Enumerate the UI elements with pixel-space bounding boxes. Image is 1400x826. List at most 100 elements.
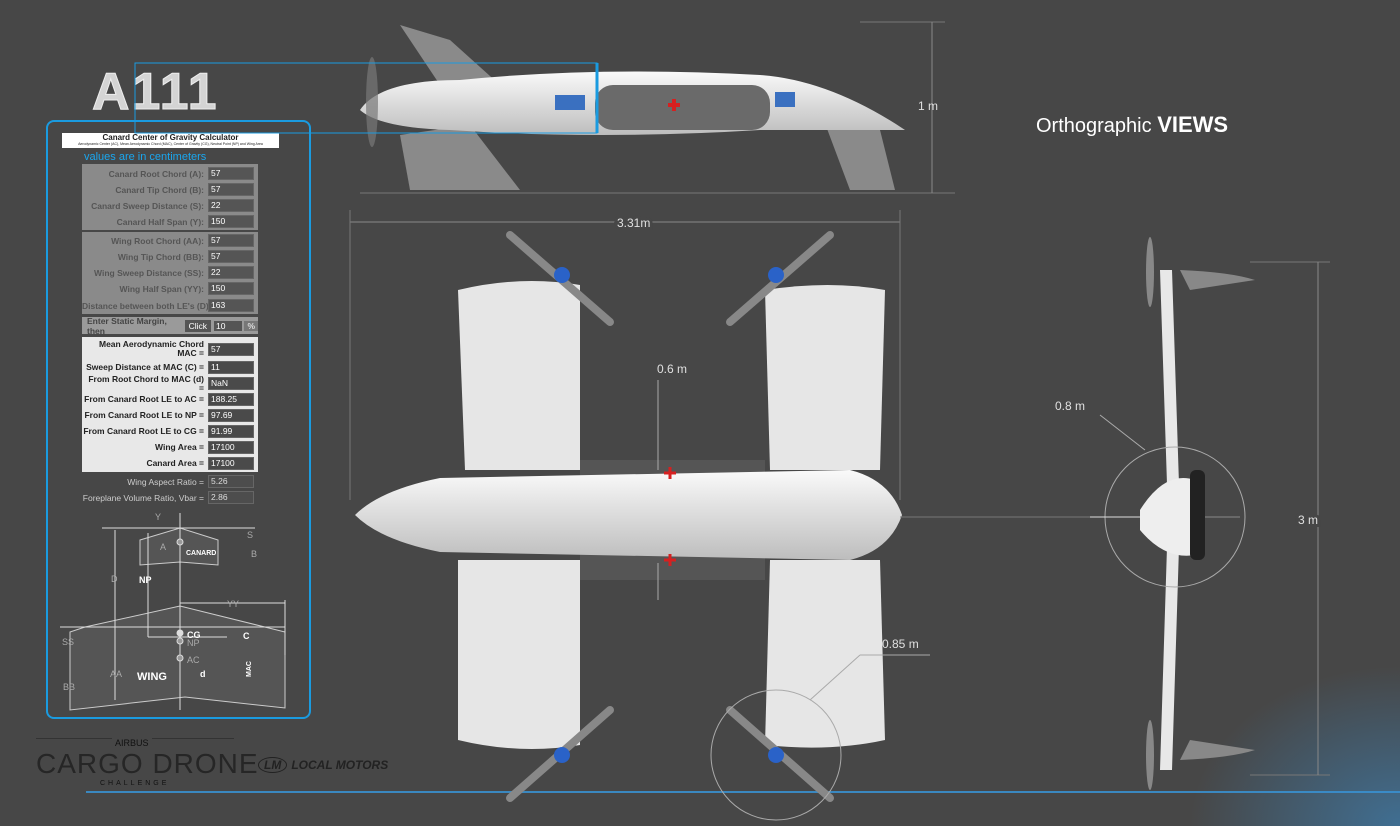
result-row: Wing Area = 17100	[82, 440, 258, 455]
label-canard: CANARD	[186, 550, 216, 557]
calc-label: Canard Root Chord (A):	[108, 168, 204, 179]
result-label: From Canard Root LE to CG =	[83, 426, 204, 436]
result-label: From Root Chord to MAC (d) =	[88, 373, 204, 393]
result-row: From Canard Root LE to NP = 97.69	[82, 408, 258, 423]
calculator-subtitle: Aerodynamic Center (AC), Mean Aerodynami…	[78, 142, 263, 146]
calc-value[interactable]: 57	[208, 183, 254, 196]
calc-value[interactable]: 22	[208, 266, 254, 279]
result-value: 188.25	[208, 393, 254, 406]
wing-geometry-diagram: Y S A B D YY SS AA BB NP AC CANARD NP C …	[60, 512, 286, 711]
span-dimension: 3 m	[1298, 513, 1318, 527]
calc-row: Canard Sweep Distance (S):22	[82, 198, 258, 213]
heading-light: Orthographic	[1036, 115, 1152, 137]
static-margin-row: Enter Static Margin, then Click 10 %	[82, 315, 258, 336]
result-label: From Canard Root LE to AC =	[84, 394, 204, 404]
label-ss: SS	[62, 637, 74, 647]
airbus-logo-text: AIRBUS	[112, 738, 152, 748]
calc-value[interactable]: 57	[208, 250, 254, 263]
label-s: S	[247, 530, 253, 540]
result-value: 97.69	[208, 409, 254, 422]
result-label: Canard Area =	[146, 458, 204, 468]
corner-glow	[1050, 560, 1400, 826]
label-a: A	[160, 542, 166, 552]
result-label: Mean Aerodynamic Chord MAC =	[98, 339, 204, 358]
calc-row: Wing Half Span (YY): 150	[82, 281, 258, 296]
result-row: Canard Area = 17100	[82, 456, 258, 471]
length-dimension: 3.31m	[617, 216, 650, 230]
project-title: A111	[92, 63, 219, 122]
label-wing: WING	[137, 671, 167, 683]
static-margin-label: Enter Static Margin, then	[87, 315, 167, 336]
label-np-wing: NP	[187, 638, 200, 648]
output-label: Foreplane Volume Ratio, Vbar =	[82, 492, 204, 503]
local-motors-text: LOCAL MOTORS	[291, 758, 389, 772]
calc-value[interactable]: 163	[208, 299, 254, 312]
label-cg: CG	[187, 630, 201, 640]
calc-row: Canard Half Span (Y): 150	[82, 214, 258, 229]
calc-row: Wing Sweep Distance (SS): 22	[82, 265, 258, 280]
label-yy: YY	[227, 599, 239, 609]
result-value: 17100	[208, 441, 254, 454]
challenge-logo-text: CHALLENGE	[100, 780, 170, 787]
label-c: C	[243, 631, 250, 641]
click-button[interactable]: Click	[184, 319, 211, 332]
result-row: Mean Aerodynamic Chord MAC = 57	[82, 340, 258, 358]
accent-line	[86, 791, 1400, 793]
units-note: values are in centimeters	[84, 151, 207, 163]
label-d-cap: D	[111, 574, 118, 584]
result-value: NaN	[208, 377, 254, 390]
calc-label: Wing Half Span (YY):	[119, 283, 204, 294]
calculator-panel	[46, 120, 311, 719]
static-margin-input[interactable]: 10	[213, 320, 243, 331]
calc-label: Wing Sweep Distance (SS):	[94, 267, 204, 278]
label-y: Y	[155, 512, 161, 522]
label-ac: AC	[187, 655, 200, 665]
label-mac: MAC	[246, 661, 253, 677]
result-label: Wing Area =	[155, 442, 204, 452]
calc-value[interactable]: 22	[208, 199, 254, 212]
label-bb: BB	[63, 682, 75, 692]
height-dimension: 1 m	[918, 99, 938, 113]
result-row: From Canard Root LE to CG = 91.99	[82, 424, 258, 439]
calc-label: Canard Tip Chord (B):	[115, 184, 204, 195]
output-value: 2.86	[208, 491, 254, 504]
calc-row: Distance between both LE's (D):163	[82, 298, 258, 313]
calc-label: Wing Tip Chord (BB):	[117, 251, 204, 262]
heading-bold: VIEWS	[1157, 112, 1229, 137]
calc-row: Wing Root Chord (AA): 57	[82, 233, 258, 248]
front-view	[1090, 237, 1330, 790]
calc-row: Canard Root Chord (A): 57	[82, 166, 258, 181]
calc-value[interactable]: 150	[208, 282, 254, 295]
output-row: Foreplane Volume Ratio, Vbar = 2.86	[82, 490, 258, 505]
calc-value[interactable]: 57	[208, 167, 254, 180]
calculator-header: Canard Center of Gravity Calculator Aero…	[62, 133, 279, 148]
views-heading: Orthographic VIEWS	[1036, 112, 1228, 138]
result-value: 11	[208, 361, 254, 374]
label-aa: AA	[110, 669, 122, 679]
output-value: 5.26	[208, 475, 254, 488]
calc-row: Canard Tip Chord (B): 57	[82, 182, 258, 197]
prop-top-dimension: 0.85 m	[882, 637, 919, 651]
result-label: From Canard Root LE to NP =	[84, 410, 204, 420]
prop-front-dimension: 0.8 m	[1055, 399, 1085, 413]
output-label: Wing Aspect Ratio =	[127, 476, 204, 487]
calc-label: Canard Half Span (Y):	[116, 216, 204, 227]
calc-value[interactable]: 150	[208, 215, 254, 228]
result-value: 17100	[208, 457, 254, 470]
result-value: 91.99	[208, 425, 254, 438]
result-value: 57	[208, 342, 254, 356]
calc-label: Distance between both LE's (D):	[82, 300, 212, 311]
output-row: Wing Aspect Ratio = 5.26	[82, 474, 258, 489]
label-np: NP	[139, 575, 152, 585]
result-row: From Root Chord to MAC (d) = NaN	[82, 373, 258, 393]
calc-label: Wing Root Chord (AA):	[111, 235, 204, 246]
side-view	[134, 21, 955, 194]
result-row: Sweep Distance at MAC (C) = 11	[82, 360, 258, 375]
calculator-title: Canard Center of Gravity Calculator	[102, 133, 239, 142]
percent-unit: %	[244, 320, 258, 331]
result-label: Sweep Distance at MAC (C) =	[86, 362, 204, 372]
calc-value[interactable]: 57	[208, 234, 254, 247]
label-b: B	[251, 549, 257, 559]
